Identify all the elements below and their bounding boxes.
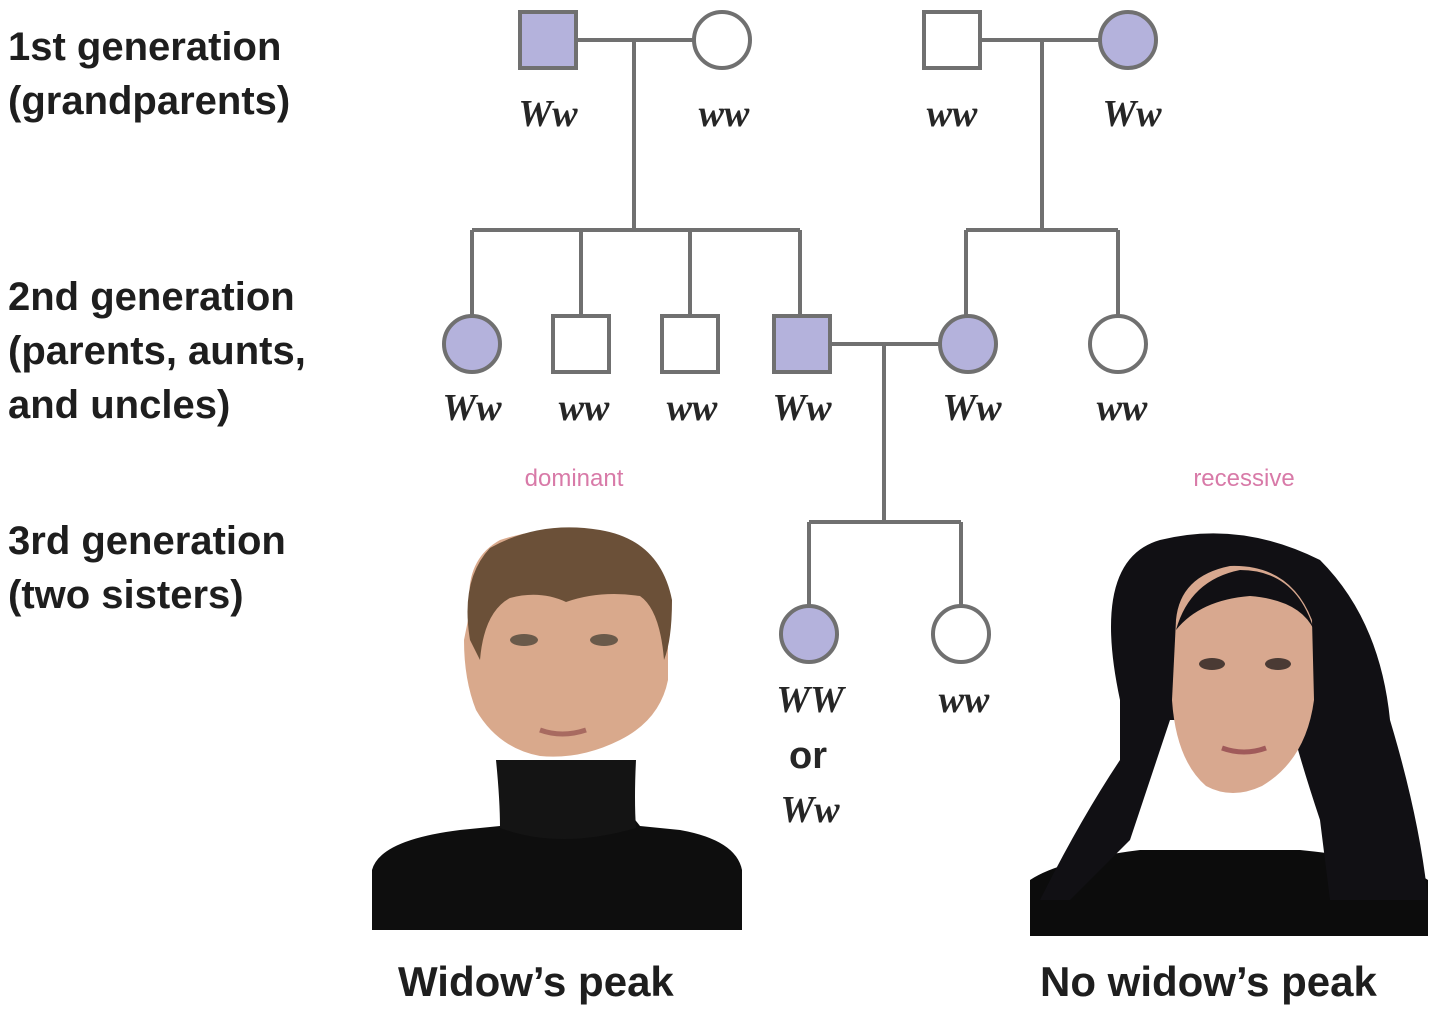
gen2-line1: 2nd generation [8,275,295,319]
genotype-label: ww [559,387,610,429]
female-affected-symbol [442,314,502,374]
generation-1-label: 1st generation (grandparents) [8,20,290,128]
gen3-line1: 3rd generation [8,519,286,563]
genotype-label: ww [667,387,718,429]
male-affected-symbol [772,314,832,374]
genotype-label: ww [1097,387,1148,429]
portrait-no-widows-peak [1030,533,1428,936]
caption-no-widows-peak: No widow’s peak [1040,958,1377,1005]
genotype-label: Ww [442,387,502,429]
gen1-line2: (grandparents) [8,79,291,123]
female-affected-symbol [938,314,998,374]
genotype-label: ww [927,93,978,135]
female-unaffected-symbol [692,10,752,70]
gen2-line3: and uncles) [8,383,231,427]
male-unaffected-symbol [660,314,720,374]
male-affected-symbol [518,10,578,70]
female-affected-symbol [1098,10,1158,70]
genotype-label: ww [699,93,750,135]
genotype-label: Ww [942,387,1002,429]
genotype-label: Ww [518,93,578,135]
genotype-label: Ww [772,387,832,429]
recessive-label: recessive [1193,465,1294,492]
male-unaffected-symbol [551,314,611,374]
gen1-line1: 1st generation [8,25,282,69]
gen3-line2: (two sisters) [8,573,244,617]
generation-2-label: 2nd generation (parents, aunts, and uncl… [8,270,306,432]
pedigree-lines [470,38,1120,608]
portrait-widows-peak [372,527,742,930]
genotype-label: Ww [780,789,840,831]
dominant-label: dominant [525,465,624,492]
female-unaffected-symbol [931,604,991,664]
genotype-label: Ww [1102,93,1162,135]
male-unaffected-symbol [922,10,982,70]
gen2-line2: (parents, aunts, [8,329,306,373]
generation-3-label: 3rd generation (two sisters) [8,514,286,622]
female-unaffected-symbol [1088,314,1148,374]
caption-widows-peak: Widow’s peak [398,958,674,1005]
genotype-label: ww [939,679,990,721]
genotype-label: WW [776,679,847,721]
female-affected-symbol [779,604,839,664]
or-label: or [789,735,827,777]
